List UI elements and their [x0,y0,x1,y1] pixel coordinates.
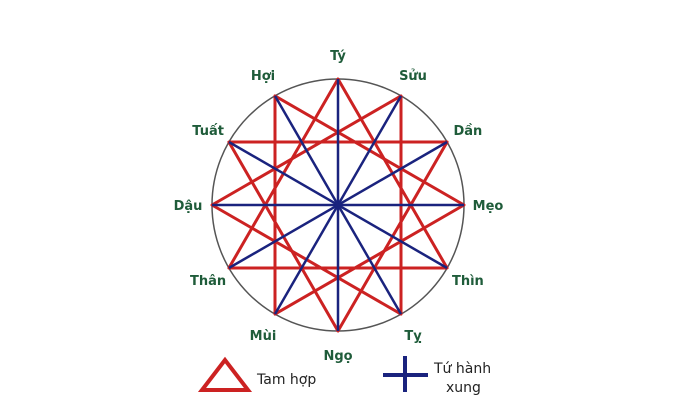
branch-label-ty: Tý [330,49,346,64]
tam-hop-legend-label: Tam hợp [256,372,316,388]
legend: Tam hợp Tứ hành xung [197,356,491,396]
branch-label-dau: Dậu [174,199,203,214]
branch-label-ngo: Ngọ [323,349,352,364]
branch-label-tuat: Tuất [192,124,224,139]
tu-hanh-xung-legend-label-line1: Tứ hành [433,361,491,377]
xung-line-ty-hoi [273,95,403,315]
branch-label-ty: Tỵ [404,329,422,344]
tu-hanh-xung-legend-label-line2: xung [446,380,481,396]
branch-label-suu: Sửu [399,69,427,84]
branch-label-dan: Dần [453,124,482,139]
branch-label-meo: Mẹo [473,199,504,214]
tam-hop-legend-triangle-icon [197,356,253,392]
branch-label-than: Thân [190,274,226,289]
branch-label-mui: Mùi [250,329,277,344]
tu-hanh-xung-crosses [212,79,464,331]
branch-label-hoi: Hợi [251,69,275,84]
branch-label-thin: Thìn [452,274,484,289]
